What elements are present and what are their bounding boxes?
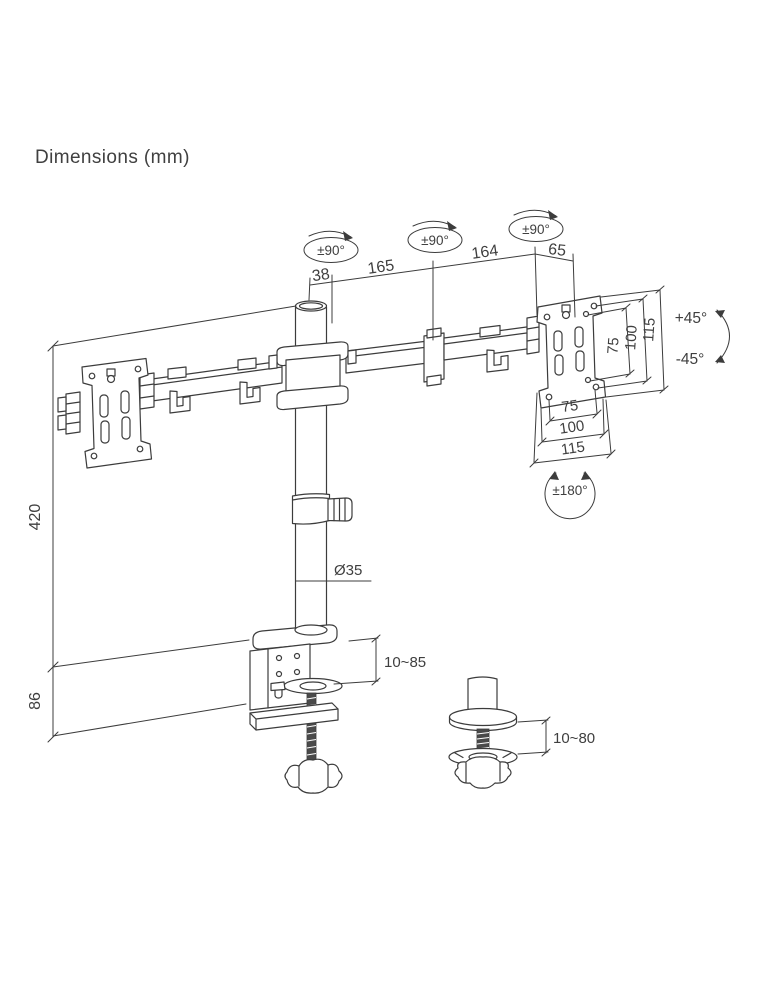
dim-vesa-v-100: 100	[622, 325, 641, 351]
swivel-symbol-3: ±90°	[508, 209, 564, 242]
swivel-symbol-1: ±90°	[303, 230, 359, 263]
tilt-symbol: +45° -45°	[675, 309, 730, 368]
grommet-top-disc	[448, 707, 518, 727]
right-plate-slots	[553, 326, 585, 376]
right-arm-cable-hook	[486, 349, 509, 373]
grommet-range-dimension: 10~80	[517, 716, 595, 757]
left-vesa-plate	[57, 357, 153, 469]
left-plate-slots	[99, 390, 131, 444]
dim-top-164: 164	[471, 242, 500, 263]
clamp-pad	[283, 677, 343, 695]
swivel-label-1: ±90°	[317, 243, 345, 258]
dim-top-165: 165	[367, 257, 396, 278]
left-arm-clip-top-2	[237, 357, 257, 371]
pole-diameter-callout: Ø35	[295, 562, 372, 582]
clamp-front-face	[249, 643, 311, 711]
dim-vesa-h-75: 75	[560, 397, 579, 416]
right-vesa-plate	[536, 295, 607, 409]
swivel-label-2: ±90°	[421, 233, 449, 248]
dim-pole-height: 420	[27, 504, 44, 531]
tilt-down-label: -45°	[676, 351, 705, 368]
dim-top-38: 38	[311, 266, 331, 285]
clamp-range-dimension: 10~85	[333, 634, 426, 686]
left-arm-clip-top-1	[167, 366, 187, 380]
right-arm-end-hinge	[526, 315, 540, 355]
vesa-horizontal-dimensions: 75 100 115	[529, 389, 616, 468]
pole-arm-joint	[268, 341, 357, 411]
rotate-symbol: ±180°	[544, 471, 596, 520]
tilt-up-label: +45°	[675, 310, 708, 327]
swivel-label-3: ±90°	[522, 222, 550, 237]
clamp-knob	[284, 758, 343, 794]
dim-vesa-h-115: 115	[560, 438, 586, 458]
dim-grommet-range: 10~80	[553, 730, 595, 747]
left-plate-hinge	[57, 391, 81, 435]
pole-height-collar	[291, 493, 353, 525]
grommet-knob	[454, 756, 512, 789]
dim-vesa-v-75: 75	[604, 337, 622, 355]
rotate-label: ±180°	[552, 483, 587, 498]
clamp-bottom-arm	[249, 702, 339, 731]
swivel-symbol-2: ±90°	[407, 220, 463, 253]
desk-clamp	[249, 624, 343, 794]
dim-base-height: 86	[27, 692, 44, 710]
top-dimension-line: 38 165 164 65	[308, 241, 576, 341]
clamp-pad-lever	[270, 681, 286, 692]
left-arm-end-hinge	[139, 372, 155, 410]
right-arm	[345, 315, 540, 387]
dim-pole-diameter: Ø35	[334, 562, 362, 579]
clamp-screw	[306, 692, 317, 764]
right-arm-clip-top	[479, 324, 501, 338]
left-arm-cable-hook-1	[169, 390, 191, 414]
left-dimension-lines: 420 86	[27, 305, 297, 743]
dim-vesa-h-100: 100	[558, 417, 585, 437]
dim-clamp-range: 10~85	[384, 654, 426, 671]
page-title: Dimensions (mm)	[35, 147, 190, 168]
dim-top-65: 65	[547, 241, 567, 260]
dim-vesa-v-115: 115	[640, 317, 659, 342]
vesa-vertical-dimensions: 75 100 115	[587, 285, 669, 398]
left-arm	[139, 357, 283, 414]
grommet-mount	[448, 676, 518, 789]
left-arm-cable-hook-2	[239, 381, 261, 405]
